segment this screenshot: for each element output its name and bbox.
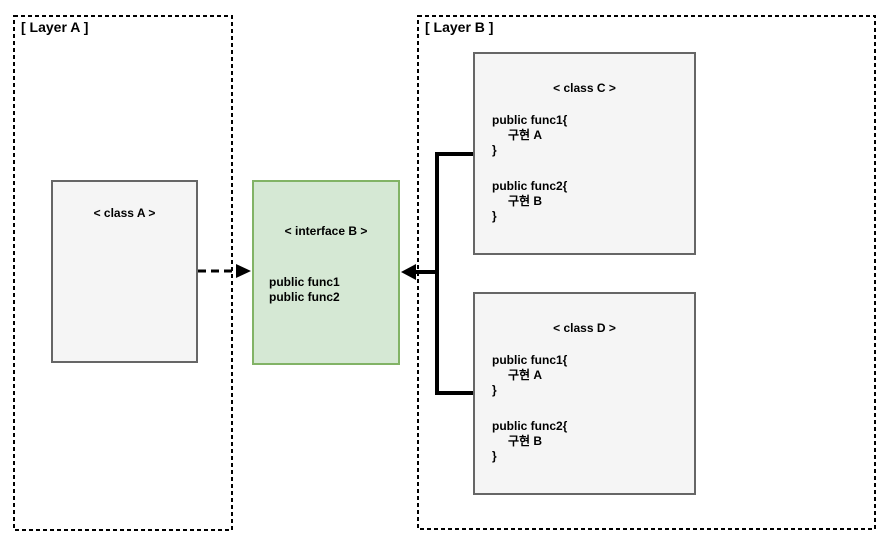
class-d-func2-open: public func2{ bbox=[492, 419, 568, 433]
class-c-func2-open: public func2{ bbox=[492, 179, 568, 193]
class-d-func2-body: 구현 B bbox=[508, 434, 543, 448]
class-d-func2-close: } bbox=[492, 449, 497, 463]
class-d-box: < class D > public func1{ 구현 A } public … bbox=[473, 292, 696, 495]
class-d-title: < class D > bbox=[553, 321, 616, 335]
class-d-body: public func1{ 구현 A } public func2{ 구현 B … bbox=[475, 353, 694, 464]
class-c-func1-body: 구현 A bbox=[508, 128, 543, 142]
class-d-func2-block: public func2{ 구현 B } bbox=[492, 419, 694, 464]
dashed-arrow-class-a-to-interface-b bbox=[198, 264, 251, 278]
arrowhead-left-icon bbox=[401, 264, 416, 280]
layer-a-label: [ Layer A ] bbox=[21, 19, 89, 35]
class-c-box: < class C > public func1{ 구현 A } public … bbox=[473, 52, 696, 255]
interface-b-methods: public func1 public func2 bbox=[254, 275, 398, 305]
class-d-func1-block: public func1{ 구현 A } bbox=[492, 353, 694, 398]
class-d-func1-close: } bbox=[492, 383, 497, 397]
class-c-func1-open: public func1{ bbox=[492, 113, 568, 127]
class-c-func2-close: } bbox=[492, 209, 497, 223]
interface-b-box: < interface B > public func1 public func… bbox=[252, 180, 400, 365]
class-c-func2-block: public func2{ 구현 B } bbox=[492, 179, 694, 224]
layer-b-label: [ Layer B ] bbox=[425, 19, 494, 35]
class-c-func1-close: } bbox=[492, 143, 497, 157]
arrowhead-right-icon bbox=[236, 264, 251, 278]
class-d-func1-open: public func1{ bbox=[492, 353, 568, 367]
interface-b-method-func1: public func1 bbox=[269, 275, 340, 289]
class-d-func1-body: 구현 A bbox=[508, 368, 543, 382]
class-a-box: < class A > bbox=[51, 180, 198, 363]
interface-b-title: < interface B > bbox=[284, 224, 368, 238]
solid-arrow-classes-to-interface-b bbox=[401, 152, 473, 395]
class-c-title: < class C > bbox=[553, 81, 616, 95]
class-c-func2-body: 구현 B bbox=[508, 194, 543, 208]
class-c-func1-block: public func1{ 구현 A } bbox=[492, 113, 694, 158]
class-a-title: < class A > bbox=[93, 206, 156, 220]
interface-b-method-func2: public func2 bbox=[269, 290, 340, 304]
class-c-body: public func1{ 구현 A } public func2{ 구현 B … bbox=[475, 113, 694, 224]
